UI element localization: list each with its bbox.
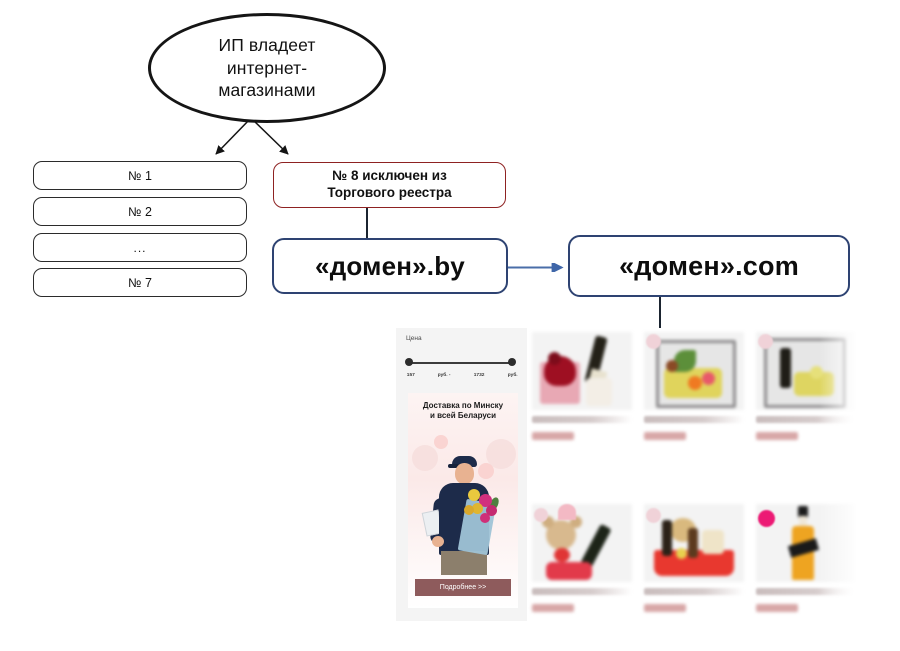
bottle-art [688,528,698,558]
product-price [644,432,686,440]
shop-box-1: № 1 [33,161,247,190]
bottle-art [662,520,672,556]
product-name [532,588,632,595]
kiwi-art [666,360,678,372]
price-range-values: 157 руб. - 1732 руб. [407,372,517,377]
excluded-shop-box: № 8 исключен из Торгового реестра [273,162,506,208]
banner-more-button[interactable]: Подробнее >> [415,579,511,596]
delivery-banner[interactable]: Доставка по Минску и всей Беларуси [408,393,518,608]
excluded-shop-label: № 8 исключен из Торгового реестра [327,168,451,202]
price-filter-label: Цена [406,335,422,342]
price-slider-min-handle[interactable] [405,358,413,366]
excluded-label-line2: Торгового реестра [327,185,452,200]
bouquet-flower [464,505,474,515]
orange-art [688,376,702,390]
new-domain-label: «домен».com [619,250,799,281]
product-name [644,588,744,595]
product-image [532,332,632,410]
banner-title-line2: и всей Беларуси [429,411,497,420]
product-card[interactable] [532,332,632,440]
discount-badge [758,510,775,527]
bottle-art [780,348,791,388]
bouquet-flower [480,513,490,523]
product-price [756,604,798,612]
root-label-line2: интернет- [226,57,308,78]
price-min-unit: руб. - [437,371,451,378]
root-node-label: ИП владеет интернет- магазинами [218,34,315,101]
shop-box-2: № 2 [33,197,247,226]
price-max-unit: руб. [507,371,518,378]
discount-badge [646,508,661,523]
shop-box-label: ... [133,240,147,255]
courier-trousers [441,551,487,575]
connector-excluded-to-domain [366,207,368,240]
promo-badge [558,504,576,520]
shop-box-label: № 7 [128,275,152,290]
product-name [756,588,856,595]
courier-hand [432,536,444,547]
product-price [532,604,574,612]
product-name [532,416,632,423]
shop-box-label: № 2 [128,204,152,219]
apple-art [702,372,715,385]
discount-badge [534,508,548,522]
domain-migration-arrow [506,263,564,272]
product-card[interactable] [756,504,856,612]
banner-title: Доставка по Минску и всей Беларуси [408,401,518,421]
banner-decor-circle [434,435,448,449]
product-card[interactable] [756,332,856,440]
heart-art [554,548,570,562]
product-name [756,416,856,423]
banner-title-line1: Доставка по Минску [422,401,504,410]
price-max-value: 1732 [473,371,485,378]
courier-head [455,463,474,484]
banner-decor-circle [412,445,438,471]
product-price [532,432,574,440]
old-domain-box: «домен».by [272,238,508,294]
excluded-label-line1: № 8 исключен из [332,168,447,184]
product-name [644,416,744,423]
price-min-value: 157 [406,371,415,378]
site-screenshot: Цена 157 руб. - 1732 руб. Доставка по Ми… [396,328,856,621]
product-grid [532,328,856,621]
price-slider-max-handle[interactable] [508,358,516,366]
red-box-art [546,562,592,580]
connector-domain-to-screenshot [659,296,662,328]
root-label-line3: магазинами [218,80,316,101]
shop-box-ellipsis: ... [33,233,247,262]
product-price [756,432,798,440]
new-domain-box: «домен».com [568,235,850,297]
root-label-line1: ИП владеет [218,35,316,56]
root-node-ellipse: ИП владеет интернет- магазинами [148,13,386,123]
fruit-art [810,366,823,379]
fork-arrows [215,118,289,155]
rose-art [548,352,561,365]
old-domain-label: «домен».by [315,250,465,281]
banner-decor-circle [478,463,494,479]
product-card[interactable] [532,504,632,612]
product-card[interactable] [644,504,744,612]
gift-bag-art [586,378,612,406]
product-price [644,604,686,612]
discount-badge [758,334,773,349]
screenshot-sidebar: Цена 157 руб. - 1732 руб. Доставка по Ми… [396,328,527,621]
shop-box-label: № 1 [128,168,152,183]
discount-badge [646,334,661,349]
product-card[interactable] [644,332,744,440]
price-slider-track[interactable] [408,362,513,365]
lemon-art [676,548,687,559]
shop-box-7: № 7 [33,268,247,297]
snack-art [702,530,724,554]
